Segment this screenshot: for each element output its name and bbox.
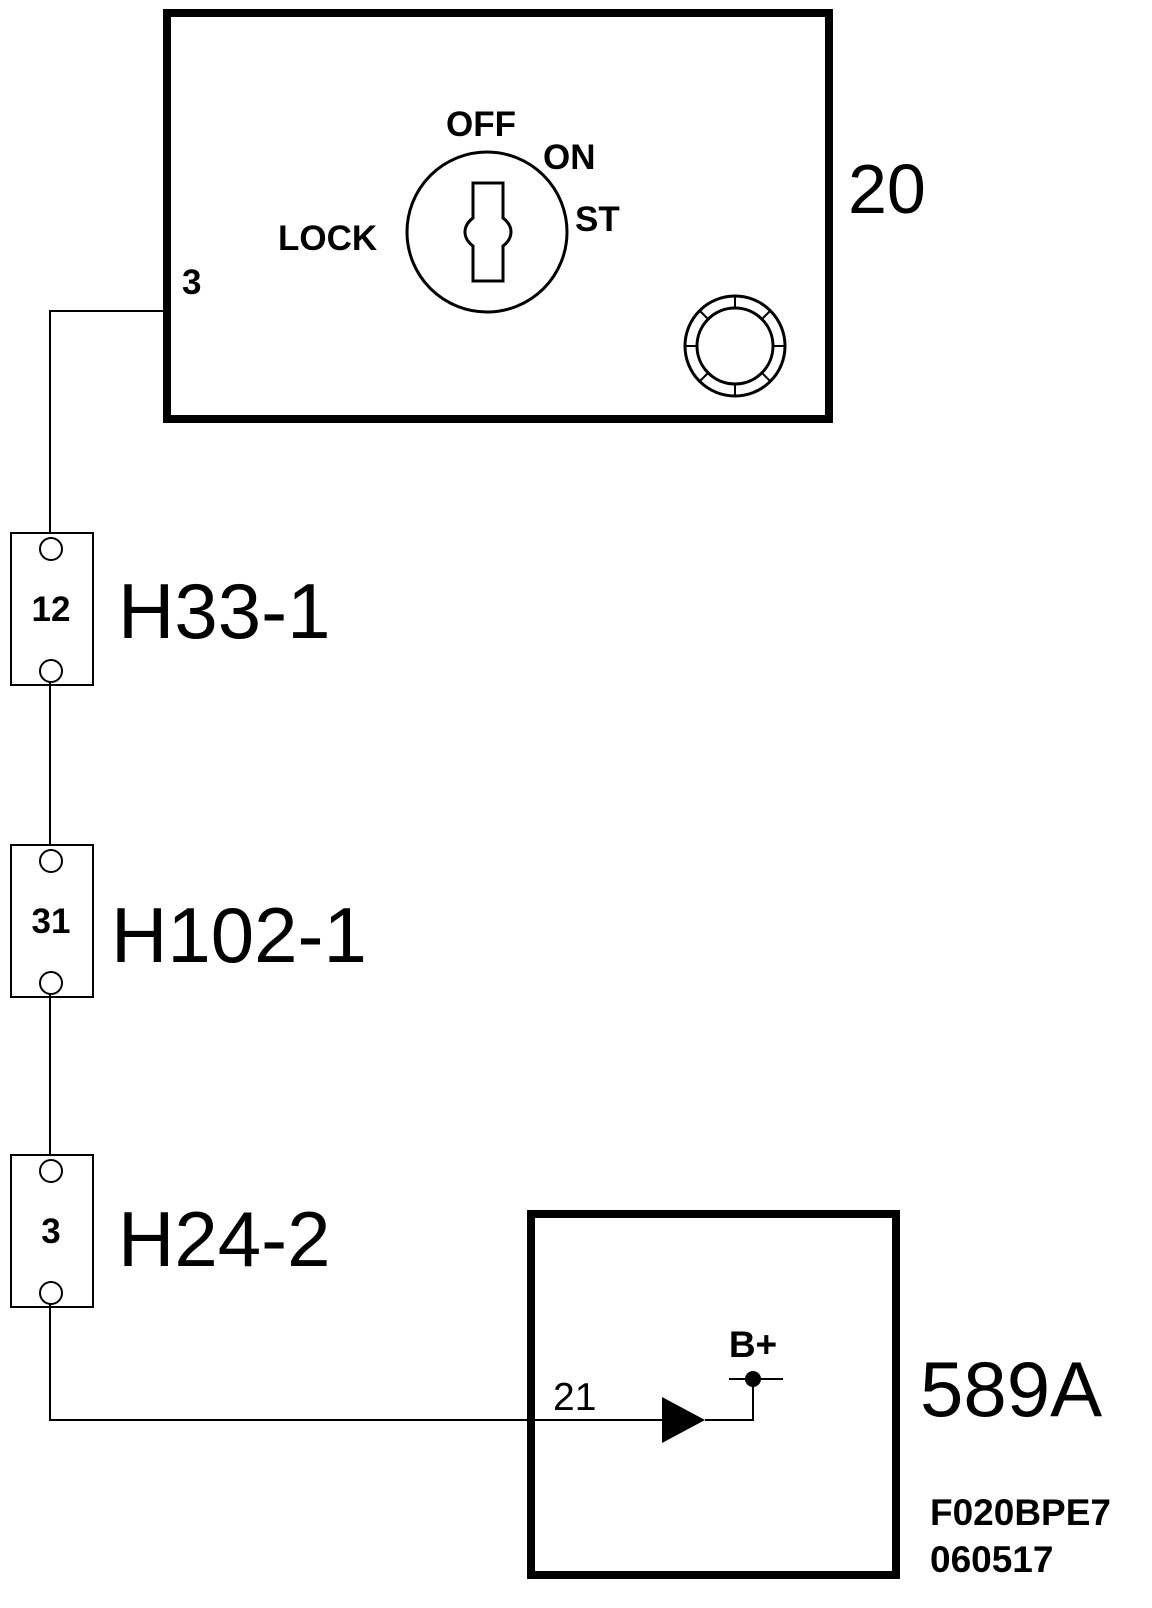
key-cylinder-icon bbox=[405, 150, 569, 314]
connector-pin-label: 3 bbox=[41, 1212, 60, 1251]
connector-h33-1: 12 bbox=[10, 532, 94, 686]
connector-id-label: H102-1 bbox=[111, 891, 367, 979]
figure-code-line1: F020BPE7 bbox=[930, 1492, 1111, 1533]
module-589a: B+ 21 bbox=[527, 1210, 900, 1579]
ignition-switch: OFF ON ST LOCK 3 bbox=[163, 9, 833, 423]
connector-id-label: H33-1 bbox=[118, 567, 330, 655]
lock-nut-icon bbox=[683, 294, 787, 398]
terminal-icon bbox=[39, 537, 63, 561]
terminal-icon bbox=[39, 849, 63, 873]
connector-h24-2: 3 bbox=[10, 1154, 94, 1308]
ignition-switch-frame bbox=[163, 9, 833, 423]
position-off-label: OFF bbox=[446, 105, 516, 144]
connector-id-label: H24-2 bbox=[118, 1195, 330, 1283]
wire bbox=[705, 1379, 754, 1421]
position-lock-label: LOCK bbox=[278, 219, 377, 258]
ignition-switch-id: 20 bbox=[848, 150, 926, 228]
connector-pin-label: 31 bbox=[32, 902, 71, 941]
wire bbox=[49, 1304, 664, 1421]
terminal-icon bbox=[39, 971, 63, 995]
terminal-icon bbox=[39, 1281, 63, 1305]
wire bbox=[49, 310, 167, 536]
supply-node-icon bbox=[745, 1371, 761, 1387]
terminal-icon bbox=[39, 659, 63, 683]
key-slot-icon bbox=[463, 181, 513, 283]
module-pin-label: 21 bbox=[553, 1376, 596, 1419]
switch-pin-label: 3 bbox=[182, 263, 201, 302]
connector-pin-label: 12 bbox=[32, 590, 71, 629]
module-frame bbox=[527, 1210, 900, 1579]
figure-code-line2: 060517 bbox=[930, 1539, 1053, 1580]
terminal-icon bbox=[39, 1159, 63, 1183]
position-st-label: ST bbox=[575, 200, 620, 239]
connector-h102-1: 31 bbox=[10, 844, 94, 998]
module-id-label: 589A bbox=[920, 1345, 1102, 1433]
signal-arrow-icon bbox=[662, 1397, 705, 1443]
position-on-label: ON bbox=[543, 138, 596, 177]
supply-label: B+ bbox=[729, 1324, 777, 1365]
